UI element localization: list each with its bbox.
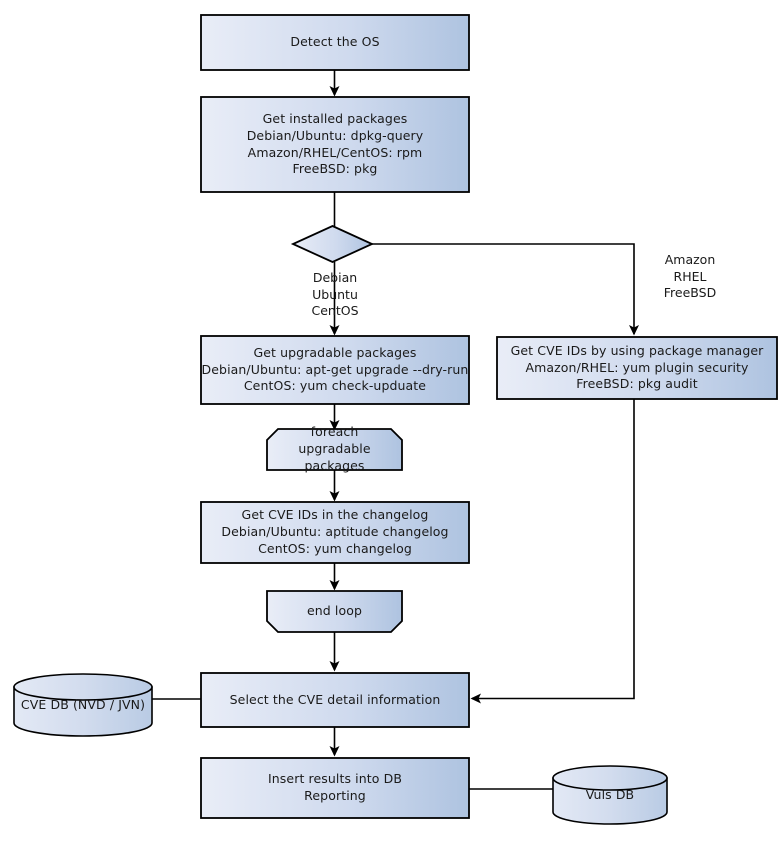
- hit-select-the-cve-detail-information[interactable]: [201, 673, 469, 727]
- node-get-cve-ids-by-package-manager[interactable]: [496, 336, 778, 400]
- hit-detect-the-os[interactable]: [201, 15, 469, 70]
- node-foreach-upgradable-packages[interactable]: [266, 428, 403, 471]
- node-vuls-db[interactable]: [552, 765, 668, 825]
- hit-get-cve-ids-by-package-manager[interactable]: [497, 337, 777, 399]
- hit-foreach-upgradable-packages[interactable]: [267, 429, 402, 470]
- hit-insert-results-into-db[interactable]: [201, 758, 469, 818]
- hit-cve-db[interactable]: [14, 674, 152, 736]
- connector-group: [152, 70, 639, 790]
- hit-os-decision[interactable]: [293, 226, 372, 262]
- node-cve-db[interactable]: [13, 673, 153, 737]
- node-end-loop[interactable]: [266, 590, 403, 633]
- node-os-decision[interactable]: [290, 225, 375, 263]
- hit-vuls-db[interactable]: [553, 766, 667, 824]
- node-insert-results-into-db[interactable]: [200, 757, 470, 819]
- node-get-upgradable-packages[interactable]: [200, 335, 470, 405]
- node-get-cve-ids-in-changelog[interactable]: [200, 501, 470, 564]
- edge-pkgmanager-to-select: [470, 399, 635, 704]
- node-detect-the-os[interactable]: [200, 14, 470, 71]
- node-get-installed-packages[interactable]: [200, 96, 470, 193]
- hit-get-cve-ids-in-changelog[interactable]: [201, 502, 469, 563]
- hit-get-installed-packages[interactable]: [201, 97, 469, 192]
- node-select-the-cve-detail-information[interactable]: [200, 672, 470, 728]
- edge-decision-to-pkgmanager: [372, 243, 639, 336]
- hit-get-upgradable-packages[interactable]: [201, 336, 469, 404]
- hit-end-loop[interactable]: [267, 591, 402, 632]
